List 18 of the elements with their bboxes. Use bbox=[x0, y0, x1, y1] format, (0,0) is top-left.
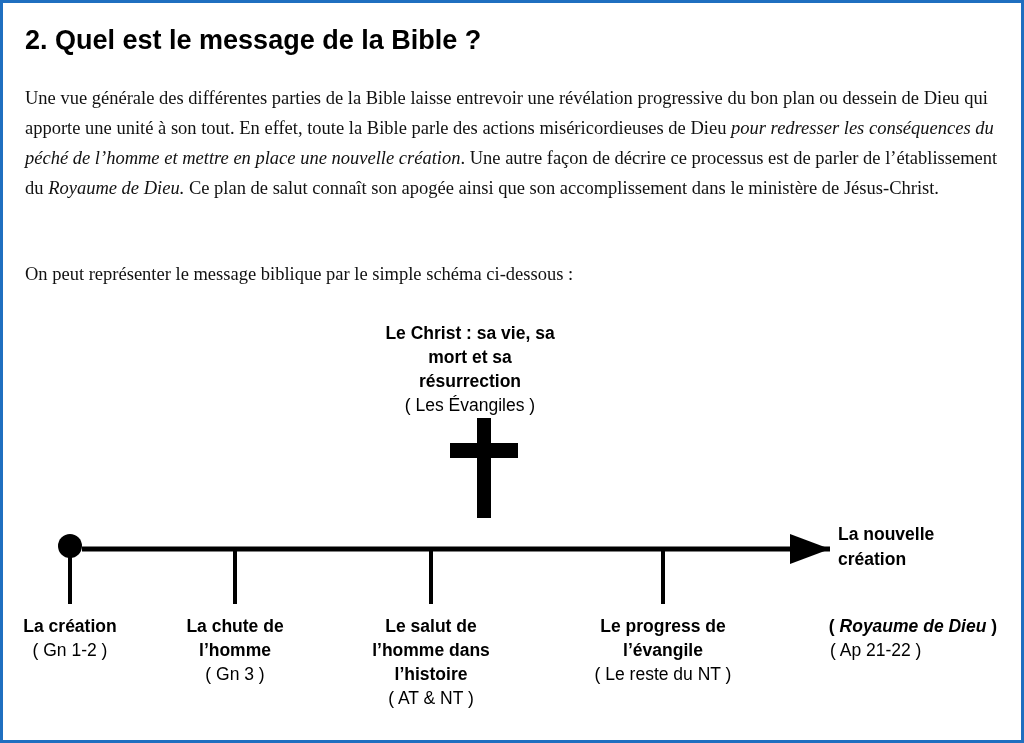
paragraph: On peut représenter le message biblique par le simple schéma ci-dessous : bbox=[25, 263, 575, 286]
timeline-label: La création bbox=[22, 615, 118, 638]
timeline-label: ( Royaume de Dieu ) bbox=[827, 615, 999, 638]
reference-text: ( AT & NT ) bbox=[387, 687, 475, 710]
timeline-label: Le progress de l’évangile bbox=[599, 615, 727, 662]
reference-text: ( Gn 1-2 ) bbox=[31, 639, 109, 662]
reference-text: ( Le reste du NT ) bbox=[593, 663, 733, 686]
heading: 2. Quel est le message de la Bible ? bbox=[25, 25, 482, 56]
paragraph: Une vue générale des différentes parties de la Bible laisse entrevoir une révélation progressive du bon plan ou dessein de Dieu qui apporte une unité à son tout. En effet, toute la Bible parle des actions miséricordieuses de Dieu pour redresser les conséquences du péché de l’homme et mettre en place une nouvelle création. Une autre façon de décrire ce processus est de parler de l’établissement du Royaume de Dieu. Ce plan de salut connaît son apogée ainsi que son accomplissement dans le ministère de Jésus-Christ. bbox=[25, 87, 999, 200]
timeline-arrow bbox=[82, 534, 830, 564]
reference-text: ( Ap 21-22 ) bbox=[830, 639, 923, 662]
timeline-start-dot bbox=[58, 534, 82, 558]
timeline-end-label: La nouvelle création bbox=[838, 523, 936, 571]
reference-text: ( Gn 3 ) bbox=[204, 663, 266, 686]
timeline-label: La chute de l’homme bbox=[185, 615, 285, 662]
reference-text: ( Les Évangiles ) bbox=[403, 394, 537, 417]
caption-heading: Le Christ : sa vie, sa mort et sa résurrection bbox=[384, 322, 556, 393]
timeline-label: Le salut de l’homme dans l’histoire bbox=[371, 615, 491, 686]
